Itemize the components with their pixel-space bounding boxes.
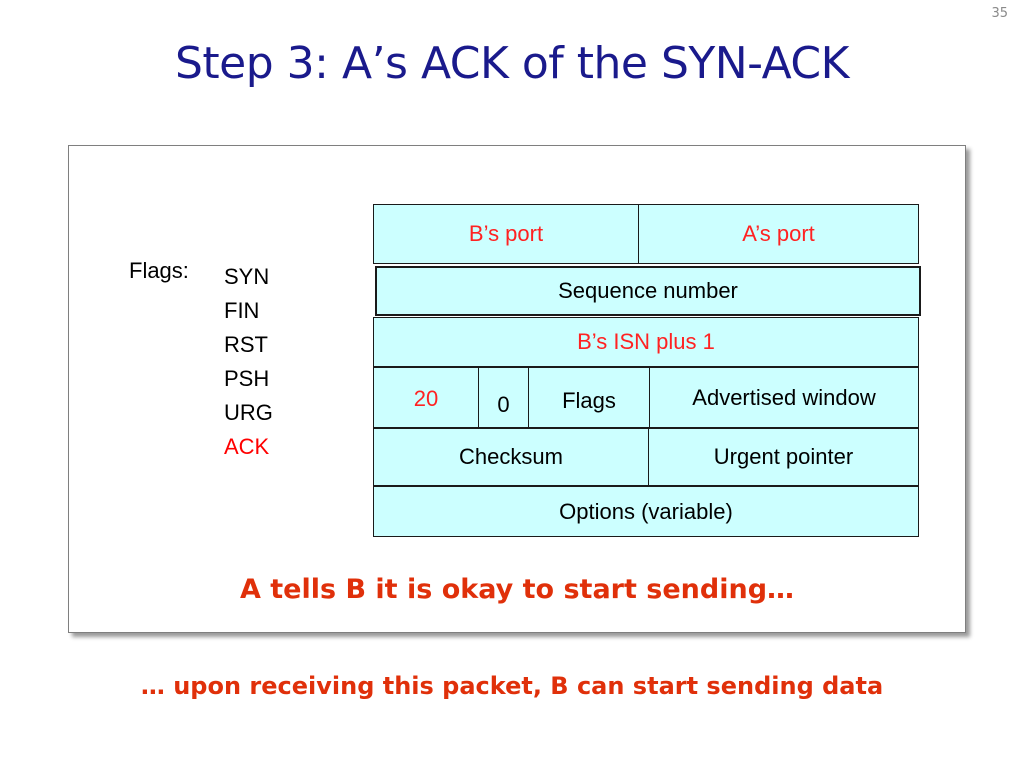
source-port-field: B’s port [468,221,544,246]
advertised-window-field: Advertised window [649,368,918,427]
header-row-control: 20 0 Flags Advertised window [373,367,919,428]
flag-rst: RST [224,332,268,357]
flag-urg: URG [224,400,273,425]
flags-label: Flags: [129,258,189,283]
dest-port-field: A’s port [638,205,918,263]
ack-number-field: B’s ISN plus 1 [577,329,715,354]
sequence-number-field: Sequence number [558,278,738,303]
outer-caption: … upon receiving this packet, B can star… [140,672,884,700]
diagram-frame: Flags: SYN FIN RST PSH URG ACK B’s port … [68,145,966,633]
flags-field: Flags [528,368,649,427]
header-row-ports: B’s port A’s port [373,204,919,264]
header-row-options: Options (variable) [373,486,919,537]
header-row-checksum: Checksum Urgent pointer [373,428,919,486]
checksum-field: Checksum [459,444,563,469]
reserved-field: 0 [478,368,528,427]
flag-ack: ACK [224,434,270,459]
flag-list: SYN FIN RST PSH URG ACK [224,260,273,464]
urgent-pointer-field: Urgent pointer [648,429,918,485]
flag-psh: PSH [224,366,270,391]
inner-caption: A tells B it is okay to start sending… [239,574,795,605]
slide-number: 35 [991,6,1008,21]
flag-syn: SYN [224,264,270,289]
flag-fin: FIN [224,298,260,323]
options-field: Options (variable) [559,498,733,524]
header-length-field: 20 [413,386,439,411]
header-row-sequence: Sequence number [375,266,921,316]
slide-title: Step 3: A’s ACK of the SYN-ACK [175,38,849,89]
header-row-ack: B’s ISN plus 1 [373,317,919,367]
